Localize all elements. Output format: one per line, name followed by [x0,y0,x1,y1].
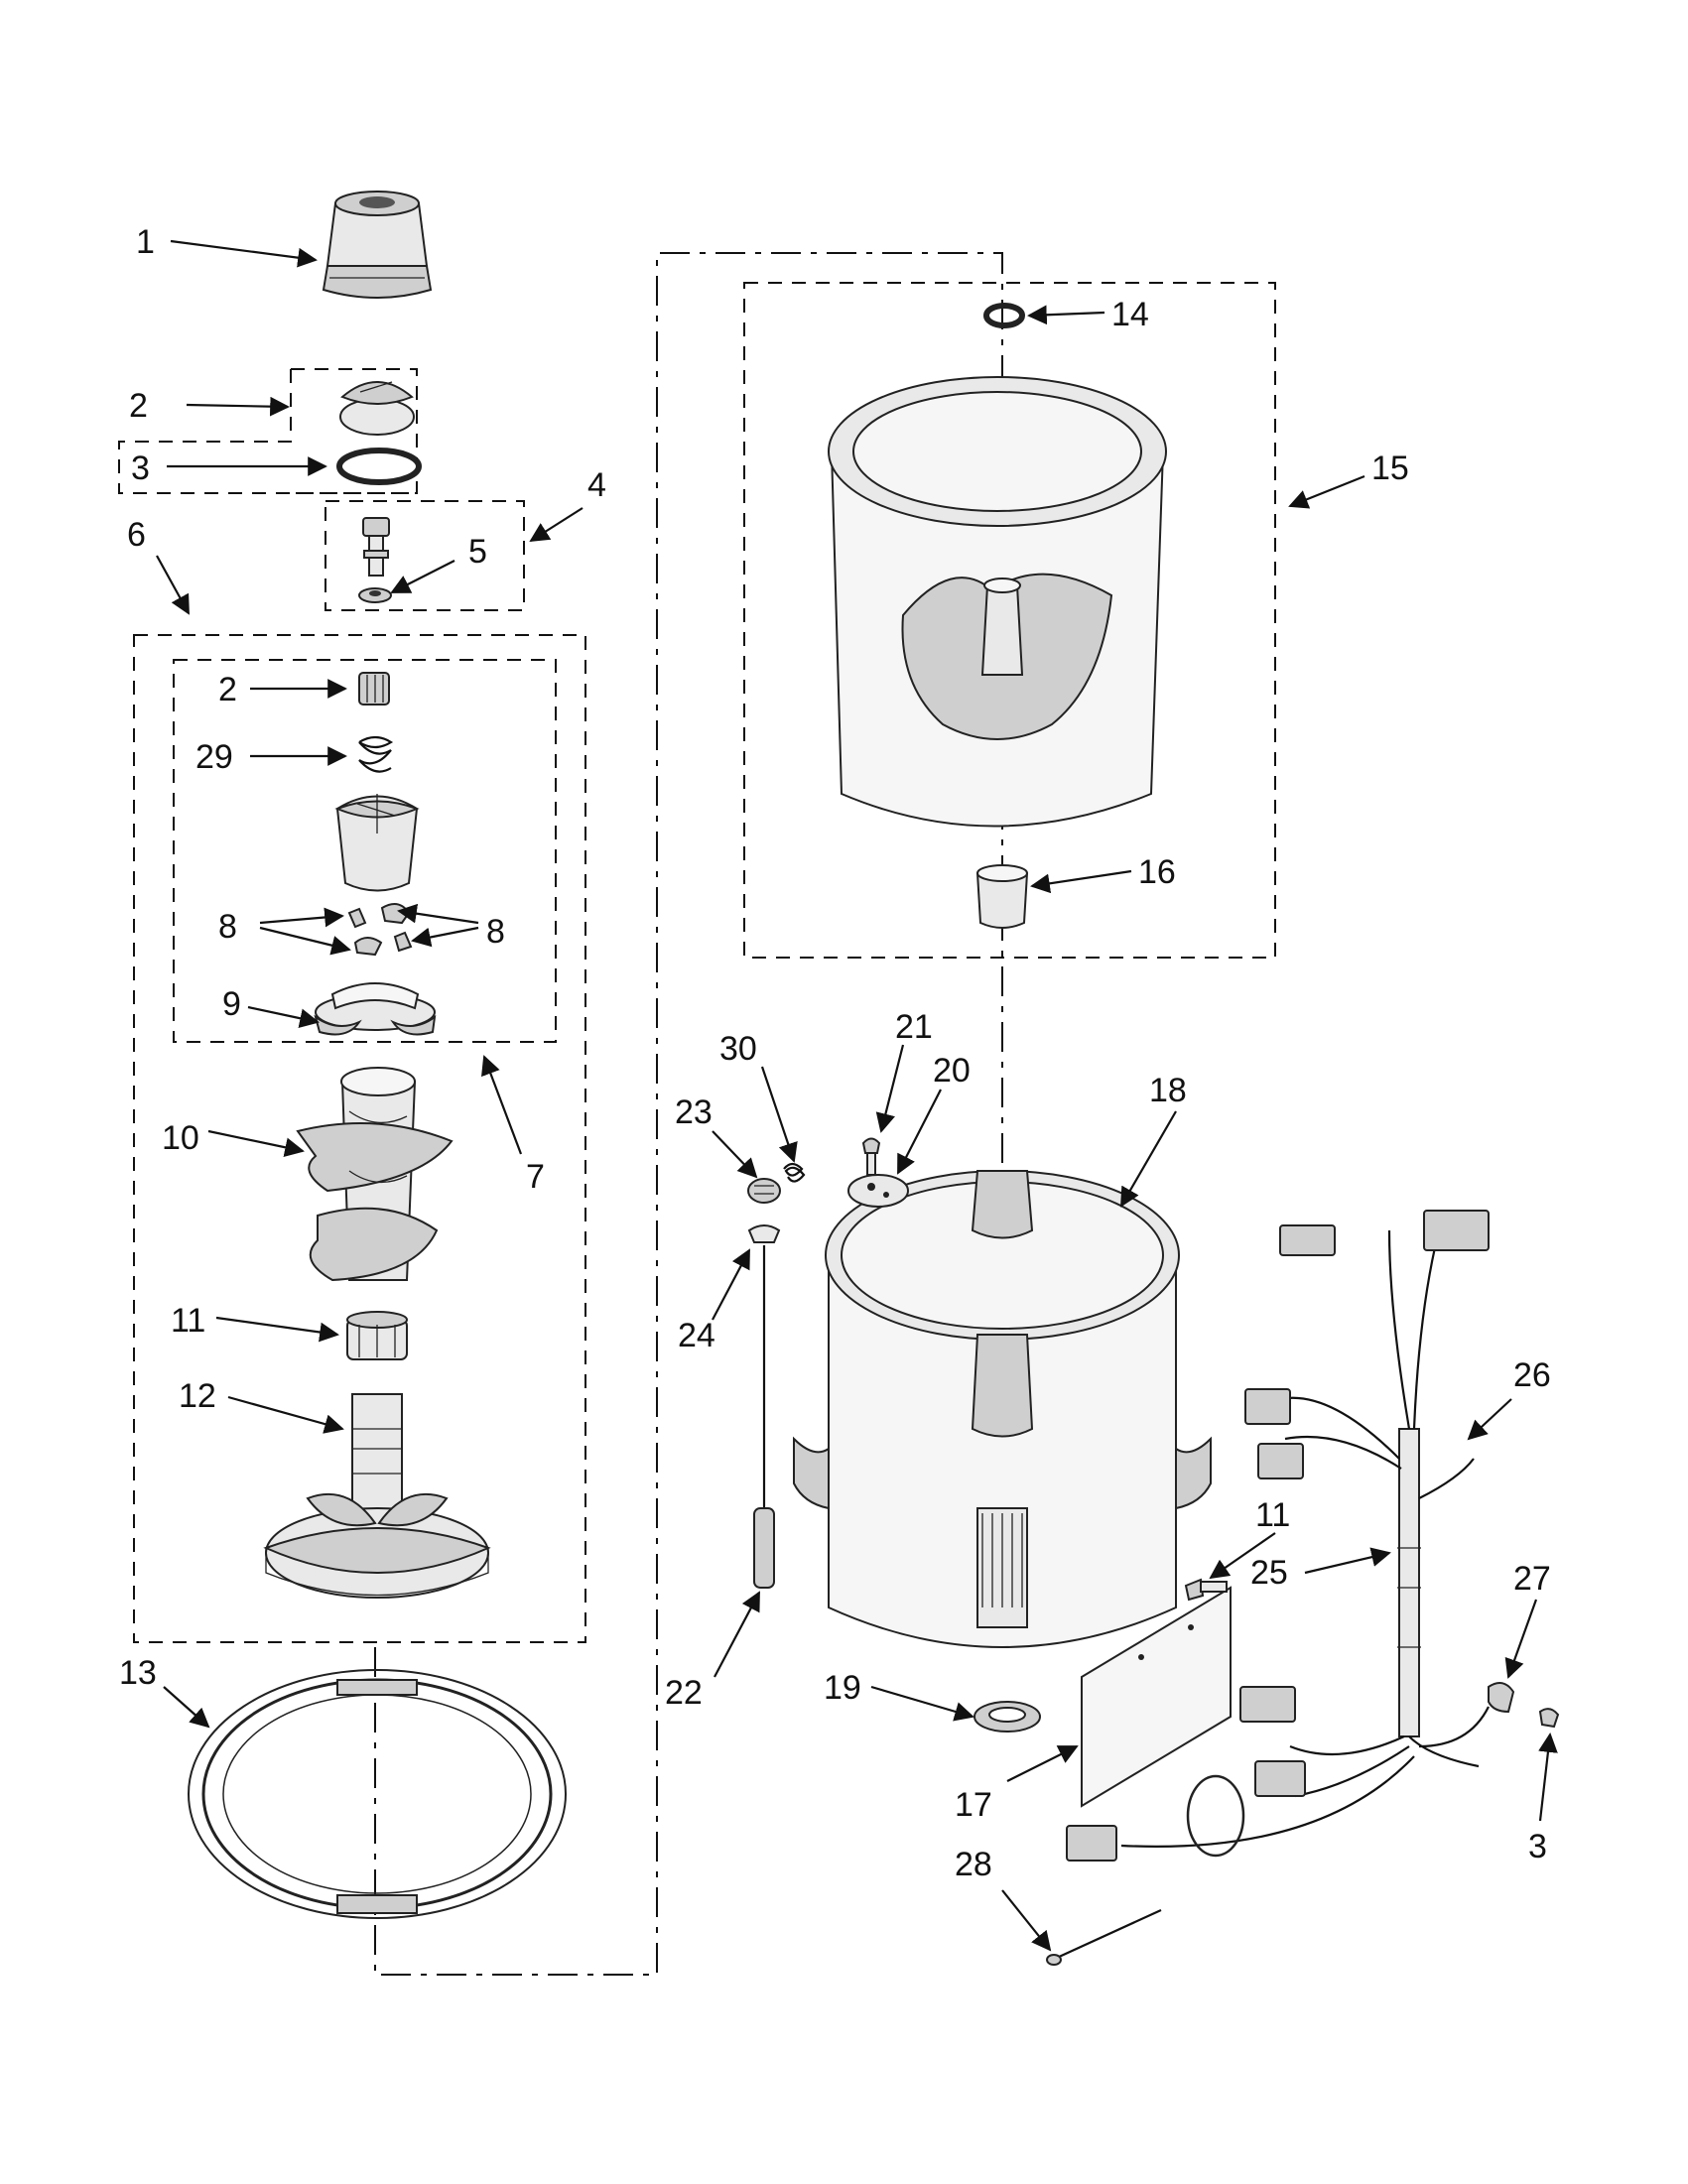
callout-18: 18 [1149,1072,1187,1109]
part-10-auger [296,1067,454,1282]
callout-29: 29 [195,738,233,776]
part-28-pin [1046,1908,1162,1966]
callout-3: 3 [131,450,150,487]
callout-8-left: 8 [218,908,237,946]
callout-labels: 1 2 3 4 5 6 2 29 8 8 9 7 10 11 12 13 14 … [119,223,1551,1883]
part-3-screw [1538,1708,1560,1729]
callout-30: 30 [719,1030,757,1068]
callout-10: 10 [162,1119,199,1157]
callout-11-right: 11 [1255,1496,1290,1534]
part-13-tub-ring [188,1669,567,1919]
part-26-hose [1418,1458,1475,1499]
callout-5: 5 [468,533,487,571]
group-box-4 [325,500,525,611]
callout-17: 17 [955,1786,992,1824]
callout-1: 1 [136,223,155,261]
part-3-ring [336,448,422,485]
callout-2: 2 [129,387,148,425]
callout-28: 28 [955,1846,992,1883]
callout-15: 15 [1371,450,1409,487]
part-11-bearing [346,1311,408,1360]
group-box-6 [133,634,586,1643]
callout-27: 27 [1513,1560,1551,1598]
callout-13: 13 [119,1654,157,1692]
part-2-cap [339,381,415,436]
callout-14: 14 [1111,296,1149,333]
callout-3-right: 3 [1528,1828,1547,1865]
part-25-harness [1066,1210,1490,1862]
callout-11-left: 11 [171,1302,205,1340]
callout-20: 20 [933,1052,971,1090]
part-16-hub [975,864,1029,929]
callout-21: 21 [895,1008,933,1046]
part-14-nut [983,303,1025,328]
callout-22: 22 [665,1674,703,1712]
part-agitator-cam [334,794,420,892]
part-30-spring [783,1162,806,1183]
part-20-plate [847,1174,909,1208]
callout-19: 19 [824,1669,861,1707]
callout-8-right: 8 [486,913,505,951]
part-15-basket [828,376,1167,828]
callout-23: 23 [675,1093,713,1131]
part-24-cup [747,1224,781,1243]
part-12-agitator-base [263,1393,491,1599]
part-29-spring [358,735,394,773]
part-17-bracket [1081,1586,1232,1808]
part-11-screw [1184,1578,1228,1602]
callout-25: 25 [1250,1554,1288,1592]
callout-7: 7 [526,1158,545,1196]
part-18-outer-tub [793,1170,1212,1648]
part-27-clamp [1418,1682,1515,1748]
callout-12: 12 [179,1377,216,1415]
part-21-screw [861,1137,881,1176]
group-box-7 [173,659,557,1043]
callout-9: 9 [222,985,241,1023]
callout-26: 26 [1513,1356,1551,1394]
leader-arrows [156,239,1558,1952]
part-4-bolt [358,517,392,603]
callout-6: 6 [127,516,146,554]
callout-2-inner: 2 [218,671,237,708]
part-19-seal [974,1701,1041,1733]
part-9-cam [314,982,437,1036]
callout-4: 4 [587,466,606,504]
callout-24: 24 [678,1317,715,1354]
part-2-inner-cap [358,672,390,706]
group-box-15 [743,282,1276,959]
part-22-rod [753,1245,775,1589]
part-1-dispenser [322,191,433,299]
part-23-cap [747,1178,781,1204]
group-boxes [118,282,1276,1643]
callout-16: 16 [1138,853,1176,891]
